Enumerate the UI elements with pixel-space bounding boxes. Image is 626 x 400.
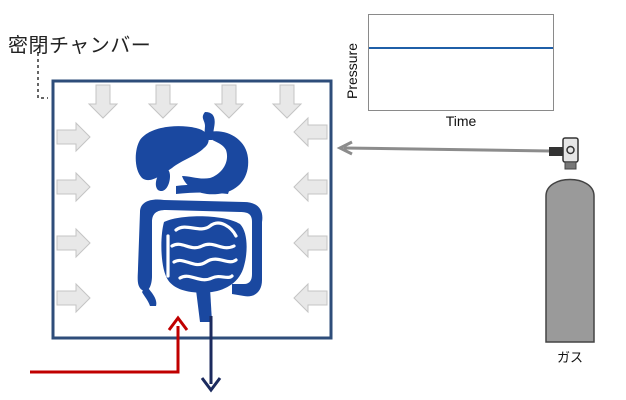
chamber-label: 密閉チャンバー [8, 33, 152, 57]
chamber-label-leader [37, 53, 48, 99]
digestive-organ-icon [135, 112, 263, 322]
gas-supply-line [336, 140, 551, 156]
inflow-arrow [30, 315, 189, 374]
intestine-folds [166, 221, 238, 282]
pressure-chart [368, 14, 554, 111]
valve-icon [562, 137, 579, 163]
chart-ylabel-wrap: Pressure [336, 36, 368, 106]
outflow-arrow [200, 316, 222, 393]
gas-label: ガス [556, 351, 583, 366]
chart-ylabel: Pressure [344, 42, 360, 100]
pressure-plot [369, 47, 553, 49]
chart-xlabel: Time [445, 113, 477, 129]
gas-cylinder-icon [545, 137, 595, 343]
